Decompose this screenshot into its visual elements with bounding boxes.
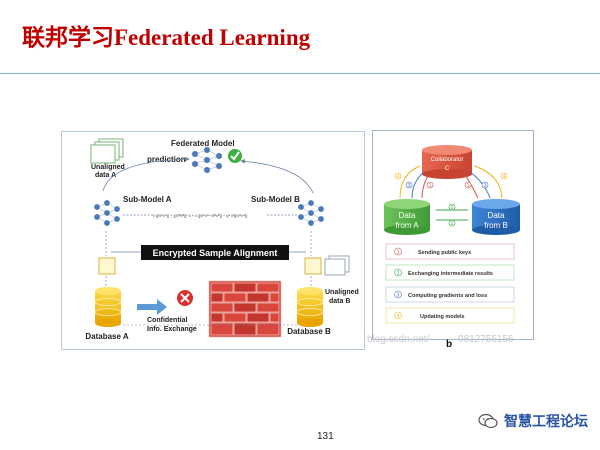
sub-model-b-network-icon <box>297 199 325 227</box>
page-number: 131 <box>317 431 334 442</box>
unaligned-data-a-icon <box>90 138 124 164</box>
unaligned-data-b-label-2: data B <box>329 298 350 305</box>
svg-text:2: 2 <box>451 221 454 227</box>
database-b-label: Database B <box>287 327 331 336</box>
sub-model-a-network-icon <box>93 199 121 227</box>
collaborator-label-2: C <box>445 166 450 172</box>
sub-model-b-label: Sub-Model B <box>251 195 300 204</box>
federated-model-label: Federated Model <box>171 139 235 148</box>
legend-label-2: Exchanging intermediate results <box>408 271 493 277</box>
federated-learning-diagram: Unaligned data A Federated Model predict… <box>61 131 365 350</box>
svg-text:4: 4 <box>503 174 506 180</box>
watermark-right: 0812755156 <box>458 334 514 345</box>
prediction-label: prediction <box>147 155 186 164</box>
check-icon <box>228 149 242 163</box>
svg-text:1: 1 <box>467 183 470 189</box>
arc-a-to-federated <box>102 156 190 192</box>
unaligned-data-b-icon <box>304 255 350 276</box>
data-from-b-cylinder <box>472 199 520 235</box>
brick-wall-icon <box>208 280 282 338</box>
wechat-account: 智慧工程论坛 <box>478 411 588 431</box>
aligned-data-a-sheet <box>98 257 116 275</box>
legend-row-3: 3 Computing gradients and loss <box>385 286 515 303</box>
confidential-label-1: Confidential <box>147 317 187 324</box>
legend-row-2: 2 Exchanging intermediate results <box>385 264 515 281</box>
data-from-b-label-1: Data <box>488 211 505 220</box>
svg-text:2: 2 <box>451 205 454 211</box>
red-x-icon <box>177 290 193 306</box>
database-a-icon <box>94 287 122 327</box>
svg-text:3: 3 <box>408 183 411 189</box>
formula-text: ‖ [[Θᴬxᴬ]] + [[Θᴮxᴮ]]² ‖ + ‖ [[Θᴬxᴬ−Θᴮxᴮ… <box>153 213 247 218</box>
unaligned-data-b-label-1: Unaligned <box>325 289 359 296</box>
legend-label-1: Sending public keys <box>418 250 471 256</box>
legend-row-4: 4 Updating models <box>385 307 515 324</box>
svg-text:3: 3 <box>484 183 487 189</box>
slide-title: 联邦学习Federated Learning <box>22 25 311 50</box>
collaborator-label-1: Collaborator <box>431 157 464 163</box>
arc-b-to-federated <box>240 158 314 194</box>
data-from-a-label-1: Data <box>399 211 416 220</box>
legend-label-3: Computing gradients and loss <box>408 293 487 299</box>
data-from-a-label-2: from A <box>395 221 419 230</box>
vertical-federated-diagram: Collaborator C 4 3 1 1 3 4 2 2 Data from… <box>372 130 534 340</box>
database-b-icon <box>296 287 324 327</box>
legend-num-1: 1 <box>397 250 400 256</box>
encrypted-alignment-label: Encrypted Sample Alignment <box>153 248 278 258</box>
panel-letter-b: b <box>446 339 453 350</box>
step-number-markers: 4 3 1 1 3 4 2 2 <box>394 172 508 227</box>
data-from-b-label-2: from B <box>484 221 508 230</box>
title-divider <box>0 73 600 74</box>
legend-label-4: Updating models <box>420 314 465 320</box>
encrypted-alignment-banner <box>141 245 289 260</box>
svg-text:1: 1 <box>429 183 432 189</box>
blocked-arrow-icon <box>137 299 167 315</box>
unaligned-data-a-label-1: Unaligned <box>91 164 125 171</box>
database-a-label: Database A <box>85 332 129 341</box>
watermark-left: blog.csdn.net/ <box>367 334 430 345</box>
legend-num-4: 4 <box>397 314 400 320</box>
legend-row-1: 1 Sending public keys <box>385 243 515 260</box>
wechat-icon <box>478 413 498 429</box>
legend-num-2: 2 <box>397 271 400 277</box>
svg-text:4: 4 <box>397 174 400 180</box>
confidential-label-2: Info. Exchange <box>147 326 197 333</box>
wechat-account-name: 智慧工程论坛 <box>504 414 588 430</box>
unaligned-data-a-label-2: data A <box>95 172 116 179</box>
legend-num-3: 3 <box>397 293 400 299</box>
collaborator-c-cylinder <box>422 145 472 179</box>
sub-model-a-label: Sub-Model A <box>123 195 172 204</box>
federated-model-network-icon <box>191 146 223 174</box>
data-from-a-cylinder <box>384 199 430 235</box>
